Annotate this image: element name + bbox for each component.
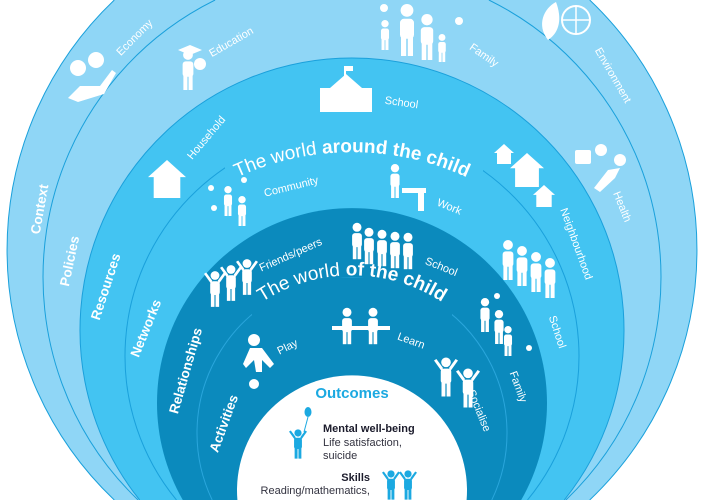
health-icon (575, 144, 626, 192)
family-dark-icon (480, 293, 532, 356)
money-hand-icon (68, 52, 116, 102)
outcomes-center (237, 375, 467, 500)
skills-line-1: Reading/mathematics, (261, 485, 370, 497)
around-title-backdrop (225, 128, 483, 176)
policies-ring-divider (42, 0, 662, 500)
skills-heading: Skills (341, 472, 370, 484)
family-icon (380, 4, 463, 62)
resources-ring-outline (79, 57, 625, 500)
graduate-icon (178, 45, 206, 90)
mental-wellbeing-line-1: Life satisfaction, (323, 437, 402, 449)
outcomes-title: Outcomes (315, 385, 388, 402)
label-school-resources: School (384, 95, 419, 112)
context-ring-outline (6, 0, 698, 500)
child-with-balloon-icon (289, 407, 312, 459)
learn-icon (332, 307, 390, 345)
mental-wellbeing-heading: Mental well-being (323, 423, 415, 435)
community-icon (208, 177, 247, 226)
mental-wellbeing-line-2: suicide (323, 450, 357, 462)
play-icon (243, 334, 274, 389)
of-title-backdrop (252, 278, 452, 318)
environment-icon (542, 2, 591, 40)
work-desk-icon (390, 164, 426, 211)
school-building-icon (320, 66, 372, 112)
